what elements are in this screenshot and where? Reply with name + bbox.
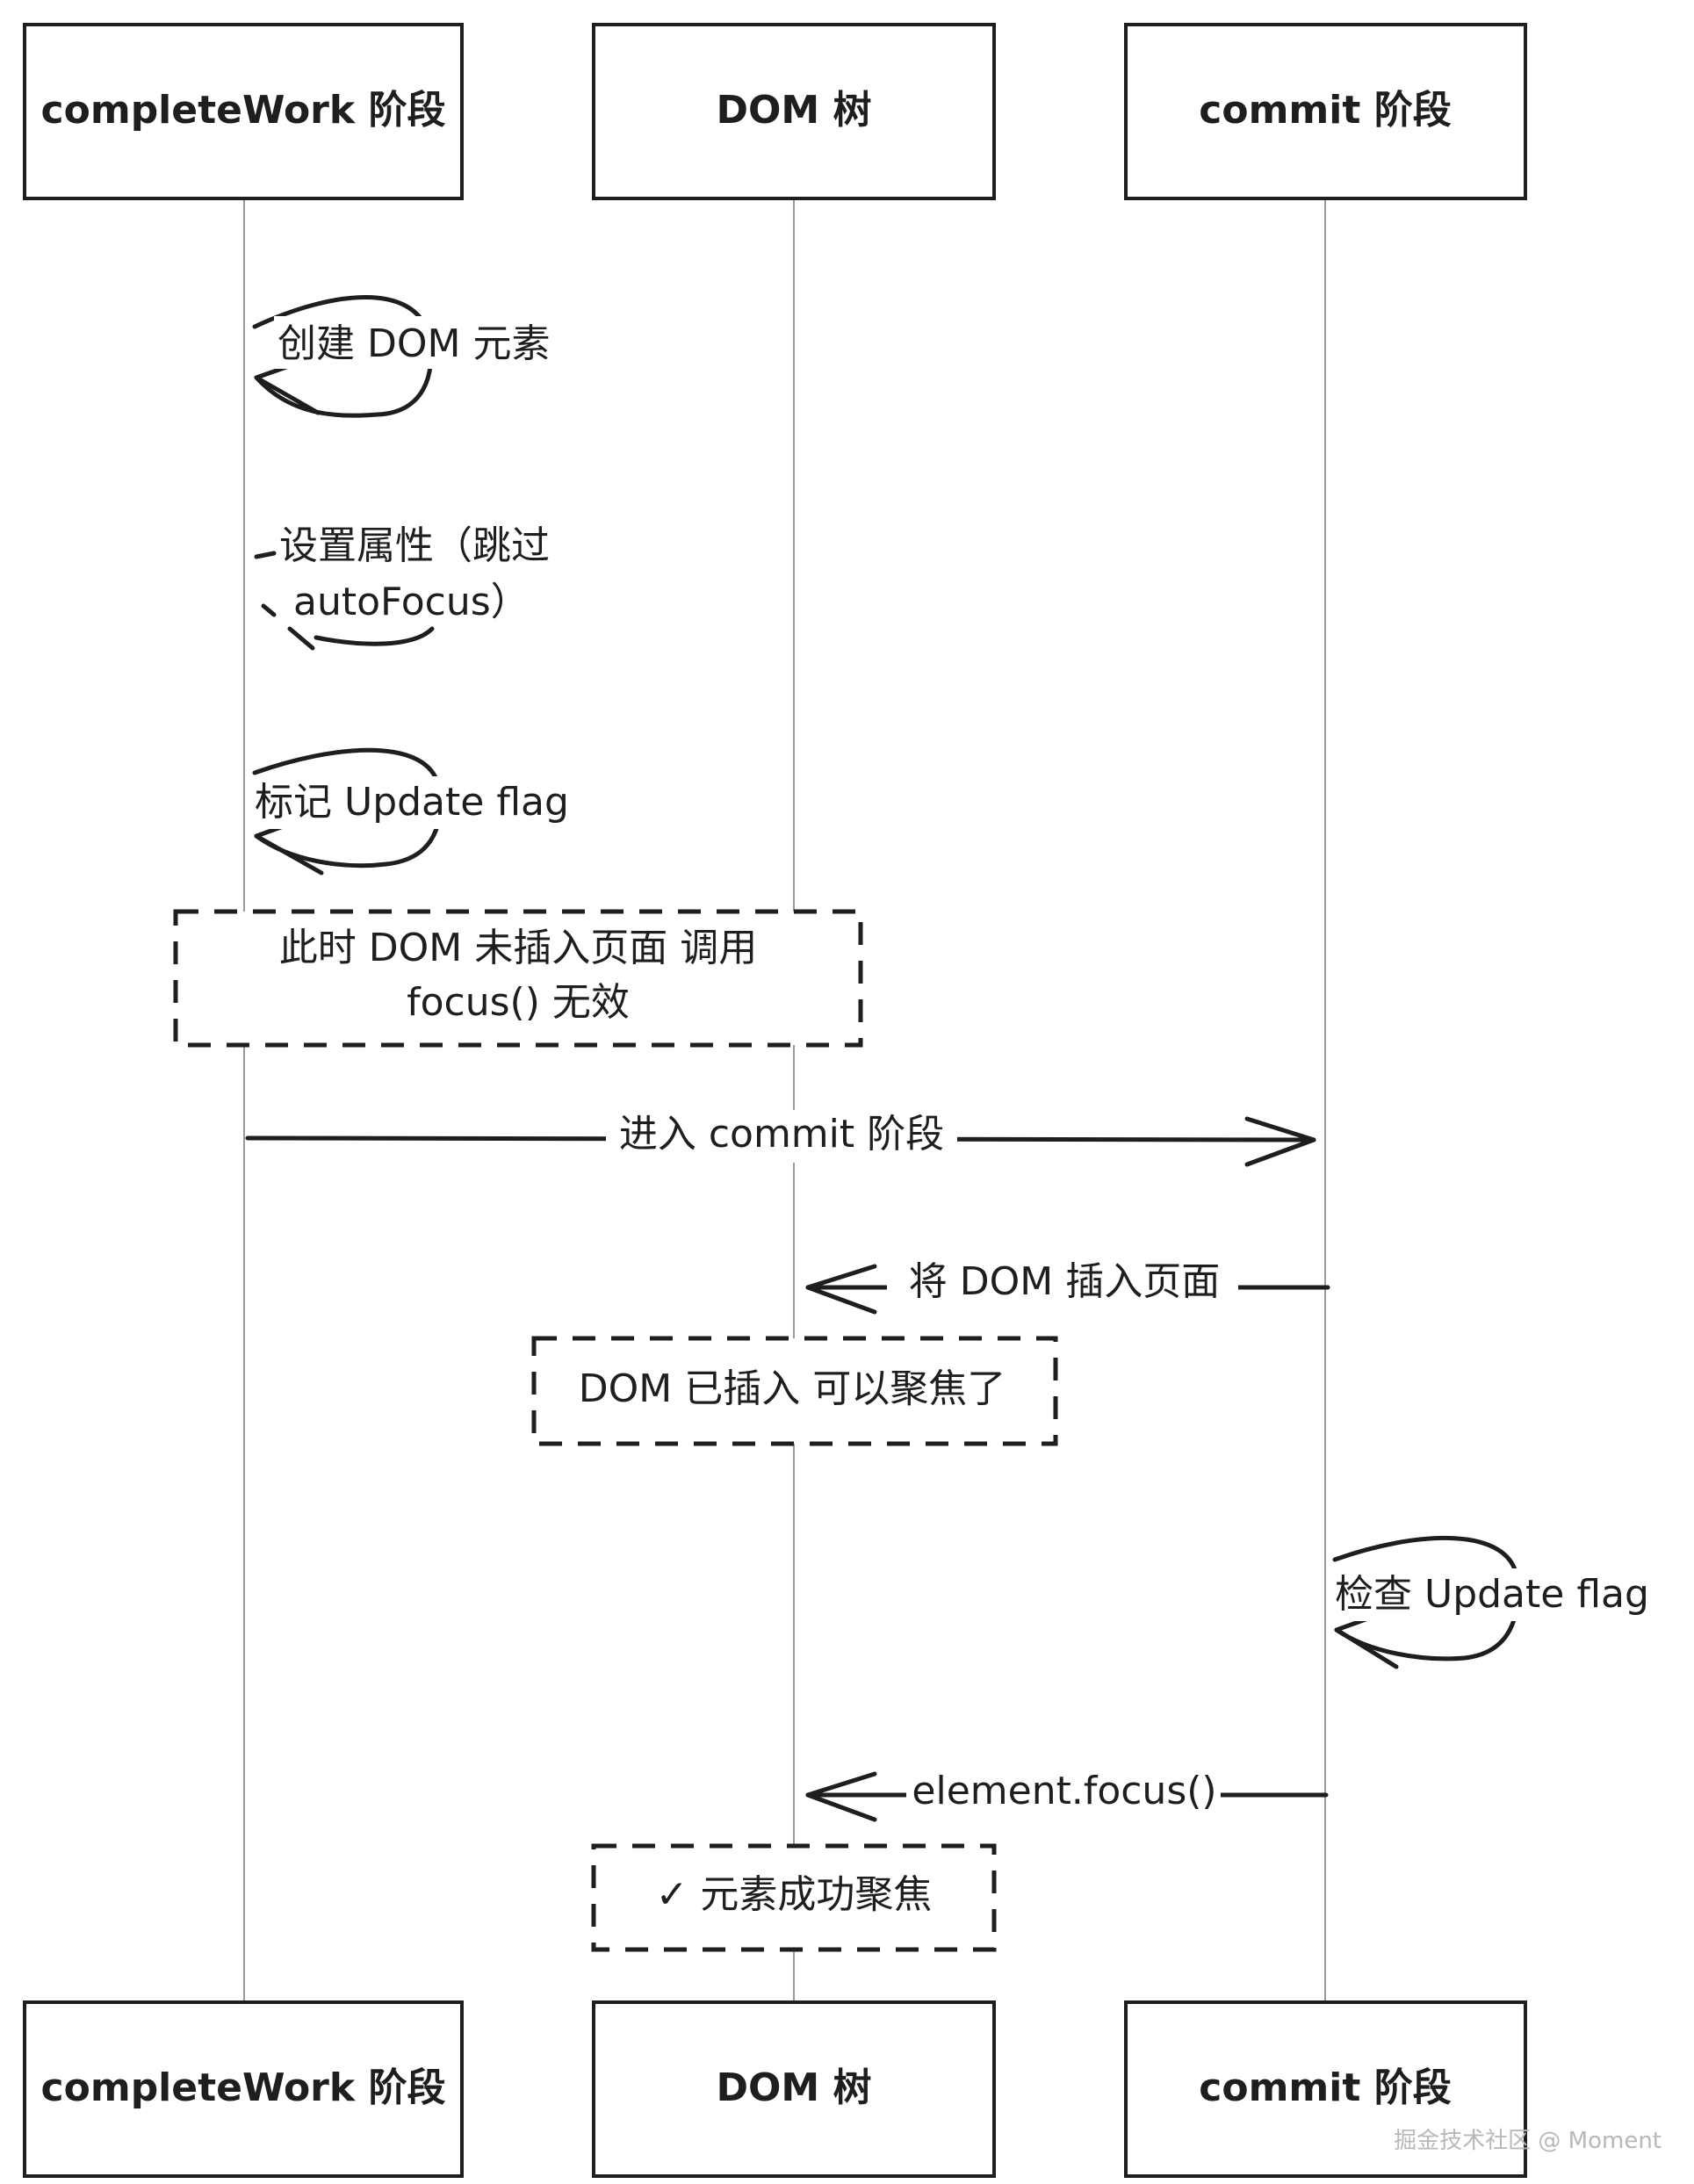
message-label: 将 DOM 插入页面 [909, 1259, 1220, 1304]
self-message-create-dom: 创建 DOM 元素 [252, 295, 573, 418]
message-label: 设置属性（跳过 [279, 523, 550, 568]
participant-top-dom: DOM 树 [592, 23, 996, 200]
participant-label: completeWork 阶段 [41, 2065, 446, 2110]
message-label: autoFocus） [293, 580, 530, 624]
participant-bottom-commit: commit 阶段 [1124, 2000, 1527, 2178]
note-text: DOM 已插入 可以聚焦了 [579, 1366, 1006, 1411]
participant-label: commit 阶段 [1199, 2065, 1451, 2110]
arrowhead-icon [805, 1264, 877, 1315]
message-label: 标记 Update flag [255, 780, 569, 825]
participant-label: completeWork 阶段 [41, 88, 446, 133]
participant-bottom-dom: DOM 树 [592, 2000, 996, 2178]
message-element-focus: element.focus() [805, 1765, 1329, 1822]
note-text: 此时 DOM 未插入页面 调用 [279, 926, 757, 970]
message-label: element.focus() [912, 1769, 1216, 1813]
self-message-set-attributes: 设置属性（跳过 autoFocus） [254, 523, 550, 651]
message-enter-commit: 进入 commit 阶段 [245, 1110, 1316, 1167]
participant-top-completework: completeWork 阶段 [23, 23, 464, 200]
note-text: focus() 无效 [407, 980, 630, 1025]
arrowhead-icon [805, 1771, 877, 1822]
message-label: 进入 commit 阶段 [619, 1112, 944, 1157]
participant-label: DOM 树 [716, 2065, 871, 2110]
participant-label: commit 阶段 [1199, 88, 1451, 133]
participant-top-commit: commit 阶段 [1124, 23, 1527, 200]
note-text: ✓ 元素成功聚焦 [656, 1872, 933, 1917]
message-insert-dom: 将 DOM 插入页面 [805, 1258, 1330, 1315]
participant-label: DOM 树 [716, 88, 871, 133]
self-message-mark-update: 标记 Update flag [251, 747, 602, 876]
message-label: 创建 DOM 元素 [278, 321, 550, 366]
note-dom-inserted: DOM 已插入 可以聚焦了 [531, 1336, 1058, 1446]
watermark: 掘金技术社区 @ Moment [1394, 2128, 1662, 2154]
arrowhead-icon [1244, 1116, 1316, 1167]
note-focus-success: ✓ 元素成功聚焦 [591, 1843, 997, 1952]
message-label: 检查 Update flag [1335, 1572, 1649, 1617]
note-dom-not-inserted: 此时 DOM 未插入页面 调用 focus() 无效 [173, 909, 863, 1048]
self-message-check-update: 检查 Update flag [1331, 1536, 1683, 1669]
participant-bottom-completework: completeWork 阶段 [23, 2000, 464, 2178]
